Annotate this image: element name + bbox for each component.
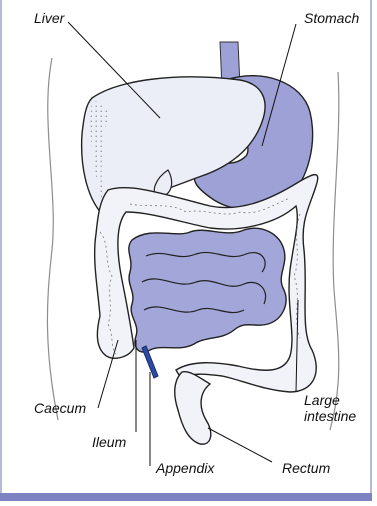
- label-liver: Liver: [34, 10, 64, 26]
- leader-rectum: [208, 428, 272, 462]
- rectum: [175, 372, 211, 445]
- label-rectum: Rectum: [282, 460, 330, 476]
- label-stomach: Stomach: [304, 10, 359, 26]
- body-outline-right: [330, 72, 339, 430]
- label-ileum: Ileum: [92, 434, 126, 450]
- small-intestine: [129, 228, 286, 352]
- label-large-intestine-line1: Large: [304, 392, 340, 408]
- label-large-intestine-line2: intestine: [304, 408, 356, 424]
- body-outline-left: [47, 58, 58, 420]
- label-appendix: Appendix: [156, 460, 214, 476]
- label-caecum: Caecum: [34, 400, 86, 416]
